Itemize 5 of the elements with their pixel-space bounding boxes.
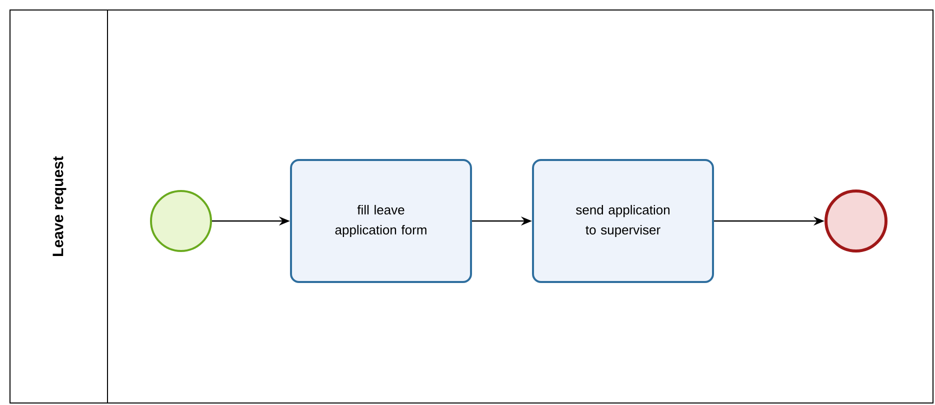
lane-label: Leave request: [52, 156, 66, 256]
end-event-circle: [824, 190, 888, 252]
task-box: fill leave application form: [290, 159, 472, 283]
task-box: send application to superviser: [532, 159, 714, 283]
start-event-circle: [150, 190, 212, 252]
